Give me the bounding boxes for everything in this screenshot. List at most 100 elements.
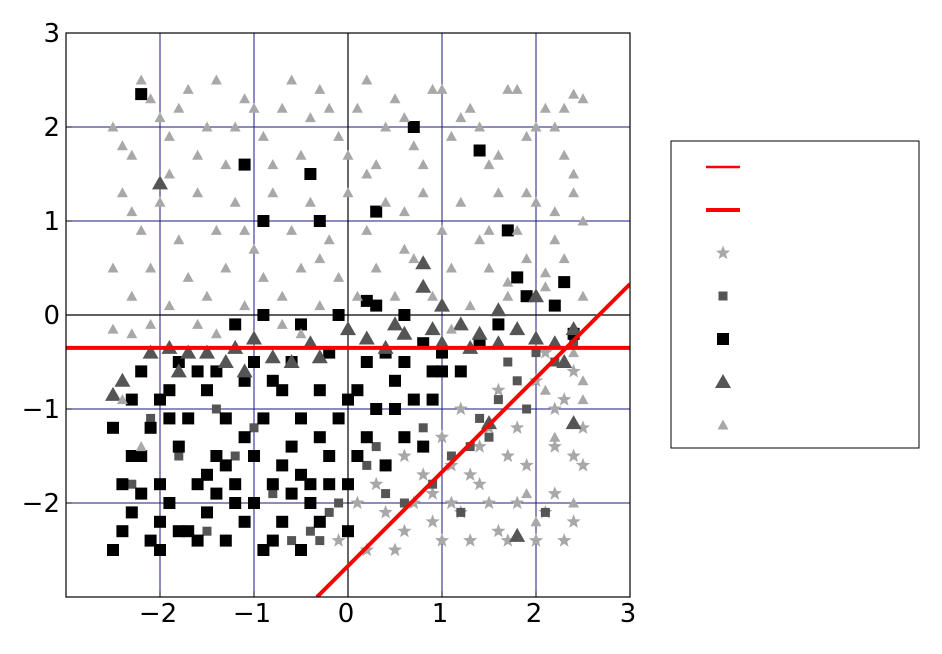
- small-triangle-point: [314, 253, 326, 264]
- star-point: [425, 514, 440, 528]
- square-point: [238, 374, 251, 387]
- y-tick-label: 1: [43, 207, 60, 237]
- triangle-point: [283, 354, 300, 368]
- small-triangle-point: [577, 375, 589, 386]
- small-square-point: [503, 357, 513, 367]
- square-point: [135, 450, 148, 462]
- small-square-point: [287, 536, 297, 546]
- small-triangle-point: [173, 234, 185, 245]
- star-point: [416, 467, 431, 481]
- y-tick-label: 3: [43, 19, 60, 49]
- square-point: [201, 468, 213, 481]
- small-triangle-point: [577, 215, 589, 226]
- square-point: [172, 525, 185, 538]
- small-square-point: [381, 489, 391, 499]
- square-point: [257, 309, 270, 321]
- legend-marker-square: [717, 333, 729, 345]
- small-triangle-point: [192, 149, 204, 160]
- small-triangle-point: [220, 262, 232, 273]
- square-point: [210, 487, 223, 500]
- star-point: [510, 420, 525, 434]
- small-triangle-point: [201, 121, 213, 132]
- square-point: [229, 497, 242, 509]
- small-triangle-point: [145, 93, 157, 104]
- square-point: [436, 365, 448, 378]
- star-point: [566, 363, 581, 378]
- small-triangle-point: [549, 234, 561, 245]
- small-triangle-point: [427, 290, 439, 301]
- star-point: [557, 533, 572, 547]
- square-point: [248, 356, 260, 368]
- small-triangle-point: [126, 290, 138, 301]
- square-point: [154, 544, 166, 556]
- small-triangle-point: [408, 253, 420, 264]
- star-point: [434, 429, 450, 444]
- star-point: [566, 448, 581, 463]
- star-point: [557, 392, 572, 406]
- star-point: [500, 533, 515, 547]
- small-triangle-point: [389, 290, 401, 301]
- small-triangle-point: [539, 267, 551, 278]
- small-square-point: [230, 451, 240, 461]
- square-point: [360, 356, 373, 368]
- square-point: [201, 384, 213, 397]
- small-triangle-point: [445, 262, 457, 273]
- axes: [66, 33, 630, 597]
- triangle-point: [105, 386, 121, 401]
- legend-marker-triangle: [715, 374, 731, 388]
- square-point: [229, 478, 242, 491]
- triangle-point: [434, 335, 450, 350]
- small-triangle-point: [380, 196, 392, 207]
- star-point: [397, 523, 412, 538]
- small-square-point: [305, 526, 315, 536]
- triangle-point: [415, 255, 432, 270]
- triangle-point: [264, 349, 281, 364]
- small-triangle-point: [210, 74, 222, 85]
- small-triangle-point: [107, 323, 119, 334]
- small-triangle-point: [295, 328, 307, 339]
- star-point: [444, 495, 459, 510]
- triangle-point: [490, 302, 507, 317]
- small-triangle-point: [173, 102, 185, 113]
- small-triangle-point: [521, 130, 533, 141]
- small-triangle-point: [521, 488, 533, 499]
- small-triangle-point: [116, 187, 128, 198]
- star-point: [566, 514, 581, 528]
- square-point: [276, 515, 289, 528]
- square-point: [144, 534, 157, 547]
- square-point: [238, 431, 251, 444]
- square-point: [154, 515, 166, 528]
- small-triangle-point: [530, 196, 542, 207]
- square-point: [276, 459, 289, 472]
- small-triangle-point: [333, 271, 345, 282]
- square-point: [257, 412, 270, 425]
- square-point: [276, 384, 289, 397]
- small-square-point: [127, 479, 137, 489]
- square-point: [107, 421, 119, 434]
- small-triangle-point: [276, 318, 288, 329]
- square-point: [398, 431, 411, 444]
- square-point: [172, 356, 185, 368]
- square-point: [304, 168, 317, 180]
- small-triangle-point: [295, 149, 307, 160]
- small-triangle-point: [276, 290, 288, 301]
- small-triangle-point: [182, 271, 194, 282]
- small-triangle-point: [116, 394, 128, 405]
- small-square-point: [324, 507, 334, 517]
- small-triangle-point: [558, 149, 570, 160]
- legend-marker-small-triangle: [717, 419, 729, 430]
- square-point: [417, 440, 430, 453]
- star-point: [397, 448, 412, 463]
- square-point: [135, 365, 148, 378]
- small-triangle-point: [568, 88, 580, 99]
- square-point: [501, 224, 514, 237]
- small-triangle-point: [239, 93, 251, 104]
- small-square-point: [456, 507, 466, 517]
- small-triangle-point: [229, 121, 241, 132]
- square-point: [172, 440, 185, 453]
- small-triangle-point: [276, 102, 288, 113]
- y-tick-label: −1: [22, 395, 60, 425]
- small-square-point: [202, 526, 212, 536]
